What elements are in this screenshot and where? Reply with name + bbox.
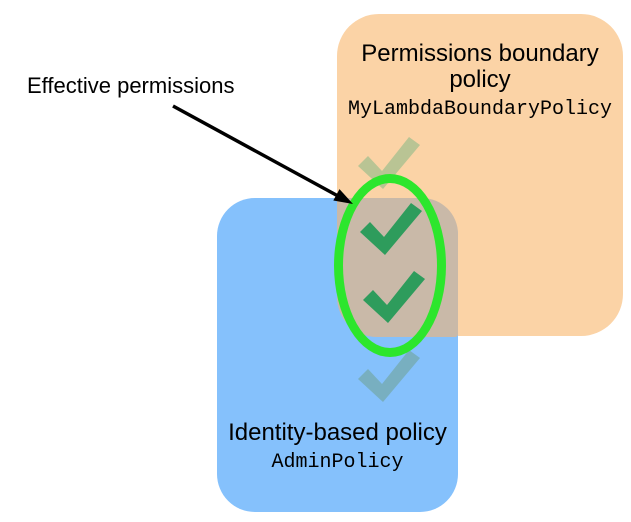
effective-permissions-label: Effective permissions	[27, 73, 235, 98]
checkmark-faded-blue-icon	[358, 350, 420, 402]
identity-based-text-block: Identity-based policy AdminPolicy	[217, 420, 458, 475]
checkmark-faded-orange-icon	[358, 137, 420, 189]
permissions-boundary-policy-name: MyLambdaBoundaryPolicy	[347, 98, 613, 121]
effective-permissions-ellipse	[334, 174, 446, 357]
identity-based-policy-name: AdminPolicy	[271, 451, 404, 474]
checkmark-shape	[358, 350, 420, 402]
permissions-boundary-title: Permissions boundary policy	[361, 40, 599, 93]
identity-based-title: Identity-based policy	[228, 419, 447, 446]
permissions-boundary-text-block: Permissions boundary policy MyLambdaBoun…	[337, 41, 623, 122]
arrow-line	[172, 104, 339, 198]
checkmark-shape	[358, 137, 420, 189]
